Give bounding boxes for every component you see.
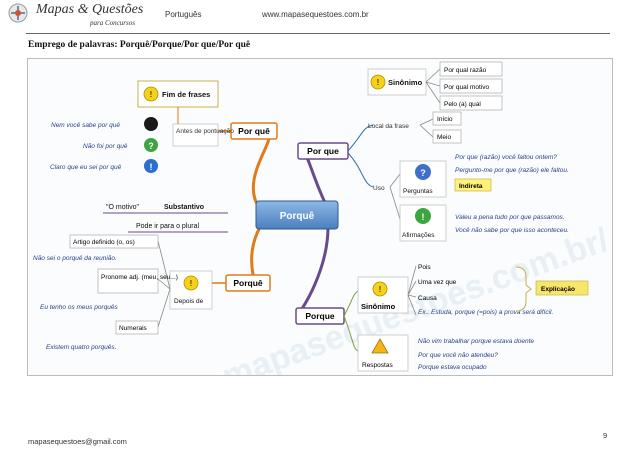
node-sinonimo-bottom-label: Sinônimo — [361, 302, 396, 311]
mind-map: www.mapasequestoes.com.br/ Porquê Por qu… — [27, 58, 614, 426]
svg-text:?: ? — [420, 168, 426, 178]
node-artigo — [69, 234, 159, 249]
ex-afirm-1: Valeu a pena tudo por que passamos. — [455, 214, 565, 221]
pronome-label: Pronome adj. (meu, seu...) — [101, 274, 178, 281]
pode-ir-plural: Pode ir para o plural — [136, 223, 199, 230]
ex-numerais: Existem quatro porquês. — [46, 344, 117, 351]
branch-porque-sep — [251, 129, 272, 210]
sinonimo-1: Por qual razão — [444, 67, 487, 74]
svg-text:!: ! — [190, 279, 193, 288]
svg-text:!: ! — [150, 162, 153, 172]
ex-causa: Ex.: Estuda, porque (=pois) a prova será… — [418, 309, 553, 316]
node-respostas-label: Respostas — [362, 362, 393, 369]
node-perguntas-label: Perguntas — [403, 188, 433, 195]
sinonimo-3: Pelo (a) qual — [444, 101, 481, 108]
local-frase-label: Local da frase — [368, 123, 409, 130]
branch-porque-resp — [296, 226, 330, 316]
page-title: Emprego de palavras: Porquê/Porque/Por q… — [28, 40, 251, 50]
sinonimo-uma-vez-que: Uma vez que — [418, 279, 457, 286]
node-afirmacoes-label: Afirmações — [402, 232, 435, 239]
footer-email: mapasequestoes@gmail.com — [28, 437, 127, 446]
ex-pronome: Eu tenho os meus porquês — [40, 304, 118, 311]
exclamation-icon — [415, 208, 431, 224]
black-circle-icon — [144, 117, 158, 131]
tag-indireta — [454, 178, 492, 192]
exclamation-icon — [144, 159, 158, 173]
sinonimo-2: Por qual motivo — [444, 84, 490, 91]
node-antes-pontuacao — [172, 123, 219, 147]
substantivo: Substantivo — [164, 204, 204, 211]
warning-icon — [371, 338, 389, 354]
svg-text:!: ! — [422, 212, 425, 222]
tag-explicacao — [535, 280, 589, 296]
logo-title: Mapas & Questões — [36, 2, 144, 17]
node-sinonimo-top-label: Sinônimo — [388, 78, 423, 87]
sinonimo-pois: Pois — [418, 264, 431, 271]
tag-indireta-label: Indireta — [459, 183, 483, 190]
example-por-que-1: Nem você sabe por quê — [51, 122, 120, 129]
logo-subtitle: para Concursos — [90, 19, 135, 27]
node-depois-de-label: Depois de — [174, 298, 204, 305]
example-por-que-2: Não foi por quê — [83, 143, 128, 150]
ex-pergunta-1: Por que (razão) você faltou ontem? — [455, 154, 557, 161]
ex-resp-1: Não vim trabalhar porque estava doente — [418, 338, 534, 345]
mind-map-canvas: www.mapasequestoes.com.br/ Porquê Por qu… — [33, 61, 614, 426]
svg-text:?: ? — [148, 141, 154, 151]
center-node — [255, 200, 339, 230]
question-icon — [415, 164, 431, 180]
node-porque-acento-label: Porquê — [233, 278, 263, 288]
lightbulb-icon — [143, 86, 159, 102]
center-label: Porquê — [280, 211, 315, 222]
posicao-inicio: Início — [437, 116, 453, 123]
logo-icon — [8, 3, 28, 23]
header-subject: Português — [165, 10, 202, 19]
ex-artigo: Não sei o porquê da reunião. — [33, 255, 117, 262]
node-pronome — [97, 268, 159, 294]
svg-text:!: ! — [377, 78, 380, 87]
artigo-label: Artigo definido (o, os) — [73, 239, 135, 246]
node-por-que-label: Por que — [307, 146, 339, 156]
ex-resp-2: Por que você não atendeu? — [418, 352, 498, 359]
tag-explicacao-label: Explicação — [541, 286, 575, 293]
posicao-meio: Meio — [437, 134, 451, 141]
node-antes-pontuacao-label: Antes de pontuação — [176, 128, 234, 135]
ex-resp-3: Porque estava ocupado — [418, 364, 487, 371]
ex-pergunta-2: Pergunto-me por que (razão) ele faltou. — [455, 167, 569, 174]
o-motivo: "O motivo" — [106, 204, 139, 211]
node-por-que-sep-label: Por quê — [238, 126, 270, 136]
lightbulb-icon — [372, 281, 388, 297]
node-porque-label: Porque — [305, 311, 335, 321]
ex-afirm-2: Você não sabe por que isso aconteceu. — [455, 227, 569, 234]
example-por-que-3: Claro que eu sei por quê — [50, 164, 122, 171]
header-website-link[interactable]: www.mapasequestoes.com.br — [262, 10, 369, 19]
lightbulb-icon — [183, 275, 199, 291]
lightbulb-icon — [370, 74, 386, 90]
node-fim-frases-label: Fim de frases — [162, 90, 210, 99]
svg-text:!: ! — [379, 285, 382, 294]
node-numerais — [115, 320, 159, 335]
page-number: 9 — [603, 431, 608, 440]
sinonimo-causa: Causa — [418, 295, 437, 302]
question-icon — [144, 138, 158, 152]
uso-label: Uso — [373, 185, 385, 192]
header-divider — [26, 33, 610, 34]
numerais-label: Numerais — [119, 325, 148, 332]
svg-text:!: ! — [150, 90, 153, 99]
